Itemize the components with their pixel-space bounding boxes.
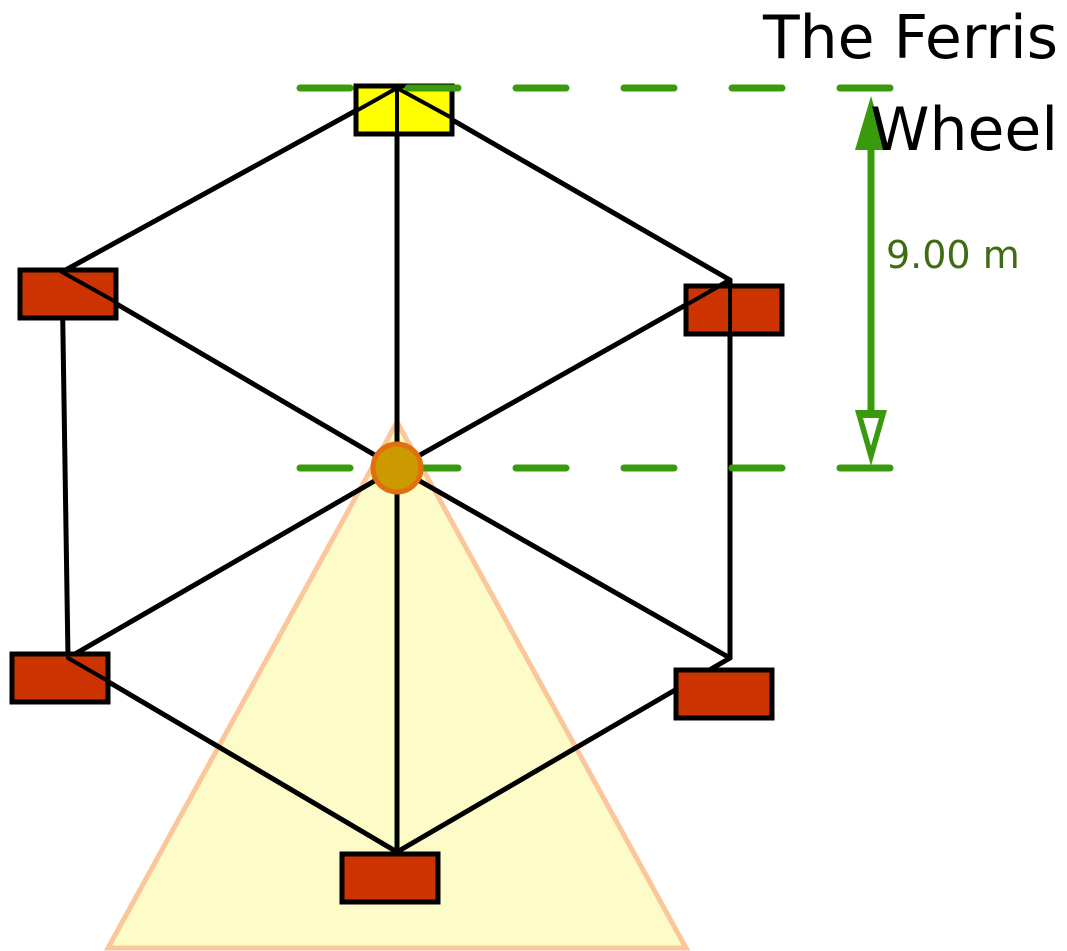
hanger-line: [66, 656, 110, 683]
hanger-line: [395, 86, 454, 120]
hanger-line: [60, 270, 118, 304]
hanger-line: [354, 86, 399, 113]
hanger-line: [684, 278, 732, 307]
height-measurement-label: 9.00 m: [886, 233, 1020, 277]
spoke: [394, 277, 733, 471]
spoke: [394, 465, 733, 661]
double-arrow-icon: [855, 96, 887, 466]
cabin-lower-left: [9, 651, 111, 705]
cabin-upper-right: [683, 283, 785, 337]
title-line-2: Wheel: [870, 95, 1058, 165]
rim-segment: [59, 269, 71, 661]
title-line-1: The Ferris: [762, 3, 1058, 73]
guide-lines: [296, 84, 894, 472]
arrow-head-down-inner: [863, 418, 879, 446]
hub-circle-icon: [370, 441, 424, 495]
arrow-head-up: [855, 96, 887, 150]
spoke: [65, 465, 400, 661]
rim-segment: [65, 655, 400, 855]
cabin-lower-right: [673, 667, 775, 721]
cabin-hangers: [60, 86, 732, 683]
rim-segment: [59, 85, 400, 275]
cabin-bottom: [339, 851, 441, 905]
